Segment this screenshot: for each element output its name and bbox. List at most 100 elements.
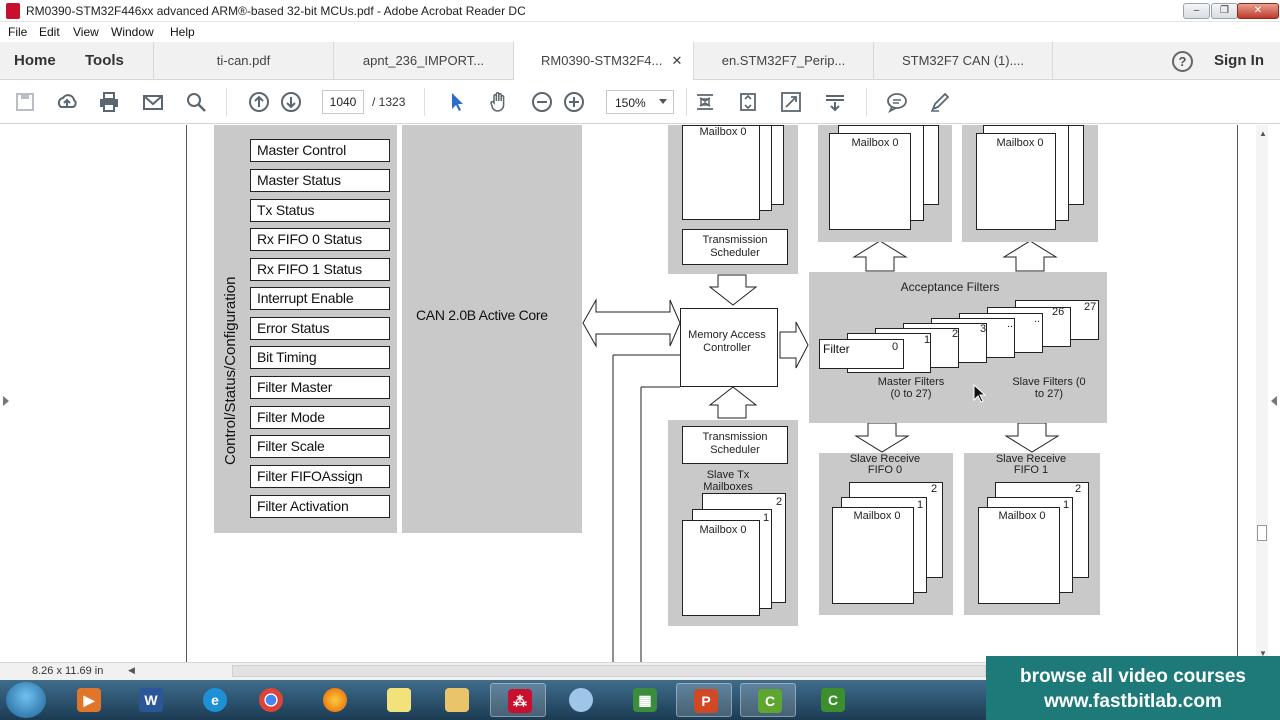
mailbox-0-label: Mailbox 0 <box>699 126 747 138</box>
acceptance-filters-label: Acceptance Filters <box>900 280 1000 294</box>
taskbar-file-explorer[interactable] <box>428 683 484 717</box>
nav-tools[interactable]: Tools <box>85 52 124 69</box>
taskbar-sticky-notes[interactable] <box>370 683 426 717</box>
register-bit-timing: Bit Timing <box>250 346 390 369</box>
taskbar-paint[interactable] <box>552 683 608 717</box>
taskbar-internet-explorer[interactable]: e <box>186 683 242 717</box>
highlight-pen-icon[interactable] <box>929 91 951 113</box>
camtasia-recorder-icon: C <box>821 688 845 712</box>
save-icon[interactable] <box>14 91 36 113</box>
menu-window[interactable]: Window <box>111 25 154 39</box>
hand-tool-icon[interactable] <box>488 91 510 113</box>
slave-fifo1-label: Slave Receive FIFO 1 <box>995 453 1067 476</box>
scroll-left-icon[interactable]: ◀ <box>128 665 135 675</box>
taskbar-acrobat[interactable]: ⁂ <box>490 683 546 717</box>
slave-fifo1-num-2: 2 <box>1075 483 1082 495</box>
register-filter-master: Filter Master <box>250 376 390 399</box>
slave-mailbox-0-box <box>682 520 760 616</box>
register-filter-fifo-assign: Filter FIFOAssign <box>250 465 390 488</box>
powerpoint-icon: P <box>694 689 718 713</box>
camtasia-icon: C <box>758 689 782 713</box>
stack-num-2: 2 <box>776 496 783 508</box>
taskbar-spreadsheet[interactable]: ▦ <box>616 683 672 717</box>
next-page-icon[interactable] <box>280 91 302 113</box>
scroll-up-icon[interactable]: ▲ <box>1259 129 1267 138</box>
zoom-out-icon[interactable] <box>531 91 553 113</box>
menu-view[interactable]: View <box>73 25 99 39</box>
chrome-icon <box>259 688 283 712</box>
tab-ti-can[interactable]: ti-can.pdf <box>153 42 333 80</box>
tab-apnt-236[interactable]: apnt_236_IMPORT... <box>333 42 513 80</box>
tab-label: ti-can.pdf <box>216 53 271 68</box>
menu-file[interactable]: File <box>8 25 28 39</box>
left-panel-toggle-icon[interactable] <box>3 396 9 406</box>
filter-num-dots-a: .. <box>1007 318 1014 330</box>
mouse-cursor-icon <box>973 384 987 403</box>
register-tx-status: Tx Status <box>250 199 390 222</box>
start-button[interactable] <box>6 682 46 718</box>
tab-close-icon[interactable]: ✕ <box>671 53 683 68</box>
slave-fifo1-num-1: 1 <box>1063 499 1070 511</box>
zoom-select[interactable]: 150% <box>606 90 674 114</box>
zoom-in-icon[interactable] <box>563 91 585 113</box>
full-screen-icon[interactable] <box>780 91 802 113</box>
chevron-down-icon <box>659 99 667 104</box>
fifo0-mailbox-label: Mailbox 0 <box>851 137 899 149</box>
document-viewport[interactable]: Control/Status/Configuration Master Cont… <box>0 125 1268 662</box>
tab-label: RM0390-STM32F4... <box>541 53 663 68</box>
sign-in-link[interactable]: Sign In <box>1214 52 1264 69</box>
tab-label: STM32F7 CAN (1).... <box>901 53 1025 68</box>
taskbar-powerpoint[interactable]: P <box>676 683 732 717</box>
tab-stm32f7-can[interactable]: STM32F7 CAN (1).... <box>873 42 1053 80</box>
close-window-button[interactable]: ✕ <box>1237 3 1279 19</box>
minimize-button[interactable]: – <box>1183 3 1210 19</box>
register-filter-mode: Filter Mode <box>250 406 390 429</box>
tab-label: apnt_236_IMPORT... <box>362 53 485 68</box>
select-cursor-icon[interactable] <box>446 91 468 113</box>
comment-icon[interactable] <box>886 91 908 114</box>
slave-fifo0-num-1: 1 <box>917 499 924 511</box>
filter-num-dots-b: .. <box>1034 313 1041 325</box>
tab-en-stm32f7[interactable]: en.STM32F7_Perip... <box>693 42 873 80</box>
slave-filters-label: Slave Filters (0 to 27) <box>1012 376 1086 400</box>
vertical-scrollbar[interactable]: ▲ ▼ <box>1256 125 1268 662</box>
right-panel-toggle-icon[interactable] <box>1271 396 1277 406</box>
filter-num-27: 27 <box>1084 301 1097 313</box>
scroll-mode-icon[interactable] <box>824 91 846 113</box>
diagram-connectors <box>582 240 1060 662</box>
mailbox-0-box <box>682 125 760 220</box>
filter-0 <box>819 339 904 369</box>
help-icon[interactable]: ? <box>1172 51 1193 72</box>
print-icon[interactable] <box>98 91 120 113</box>
taskbar-firefox[interactable] <box>306 683 362 717</box>
previous-page-icon[interactable] <box>248 91 270 113</box>
tab-rm0390[interactable]: RM0390-STM32F4... ✕ <box>513 42 693 81</box>
register-rx-fifo0-status: Rx FIFO 0 Status <box>250 228 390 251</box>
taskbar-camtasia-1[interactable]: C <box>740 683 796 717</box>
register-error-status: Error Status <box>250 317 390 340</box>
paint-icon <box>569 688 593 712</box>
maximize-button[interactable]: ❐ <box>1211 3 1238 19</box>
rotate-view-icon[interactable] <box>737 91 759 113</box>
page-fit-icon[interactable] <box>694 91 716 113</box>
search-icon[interactable] <box>185 91 207 113</box>
page-total: / 1323 <box>372 95 406 109</box>
scroll-down-icon[interactable]: ▼ <box>1259 649 1267 658</box>
horizontal-scroll-thumb[interactable] <box>232 665 986 677</box>
upload-cloud-icon[interactable] <box>56 91 78 113</box>
vertical-scroll-thumb[interactable] <box>1257 525 1267 541</box>
filter-num-26: 26 <box>1052 306 1065 318</box>
taskbar-media-player[interactable]: ▶ <box>60 683 116 717</box>
mac-label: Memory Access Controller <box>688 329 766 354</box>
email-icon[interactable] <box>142 91 164 113</box>
taskbar-word[interactable]: W <box>122 683 178 717</box>
taskbar-camtasia-2[interactable]: C <box>804 683 860 717</box>
menu-help[interactable]: Help <box>170 25 195 39</box>
taskbar-chrome[interactable] <box>242 683 298 717</box>
page-number-input[interactable]: 1040 <box>322 90 364 114</box>
nav-home[interactable]: Home <box>14 52 56 69</box>
internet-explorer-icon: e <box>203 688 227 712</box>
slave-mailbox-0-label: Mailbox 0 <box>699 524 747 536</box>
register-interrupt-enable: Interrupt Enable <box>250 287 390 310</box>
menu-edit[interactable]: Edit <box>39 25 60 39</box>
